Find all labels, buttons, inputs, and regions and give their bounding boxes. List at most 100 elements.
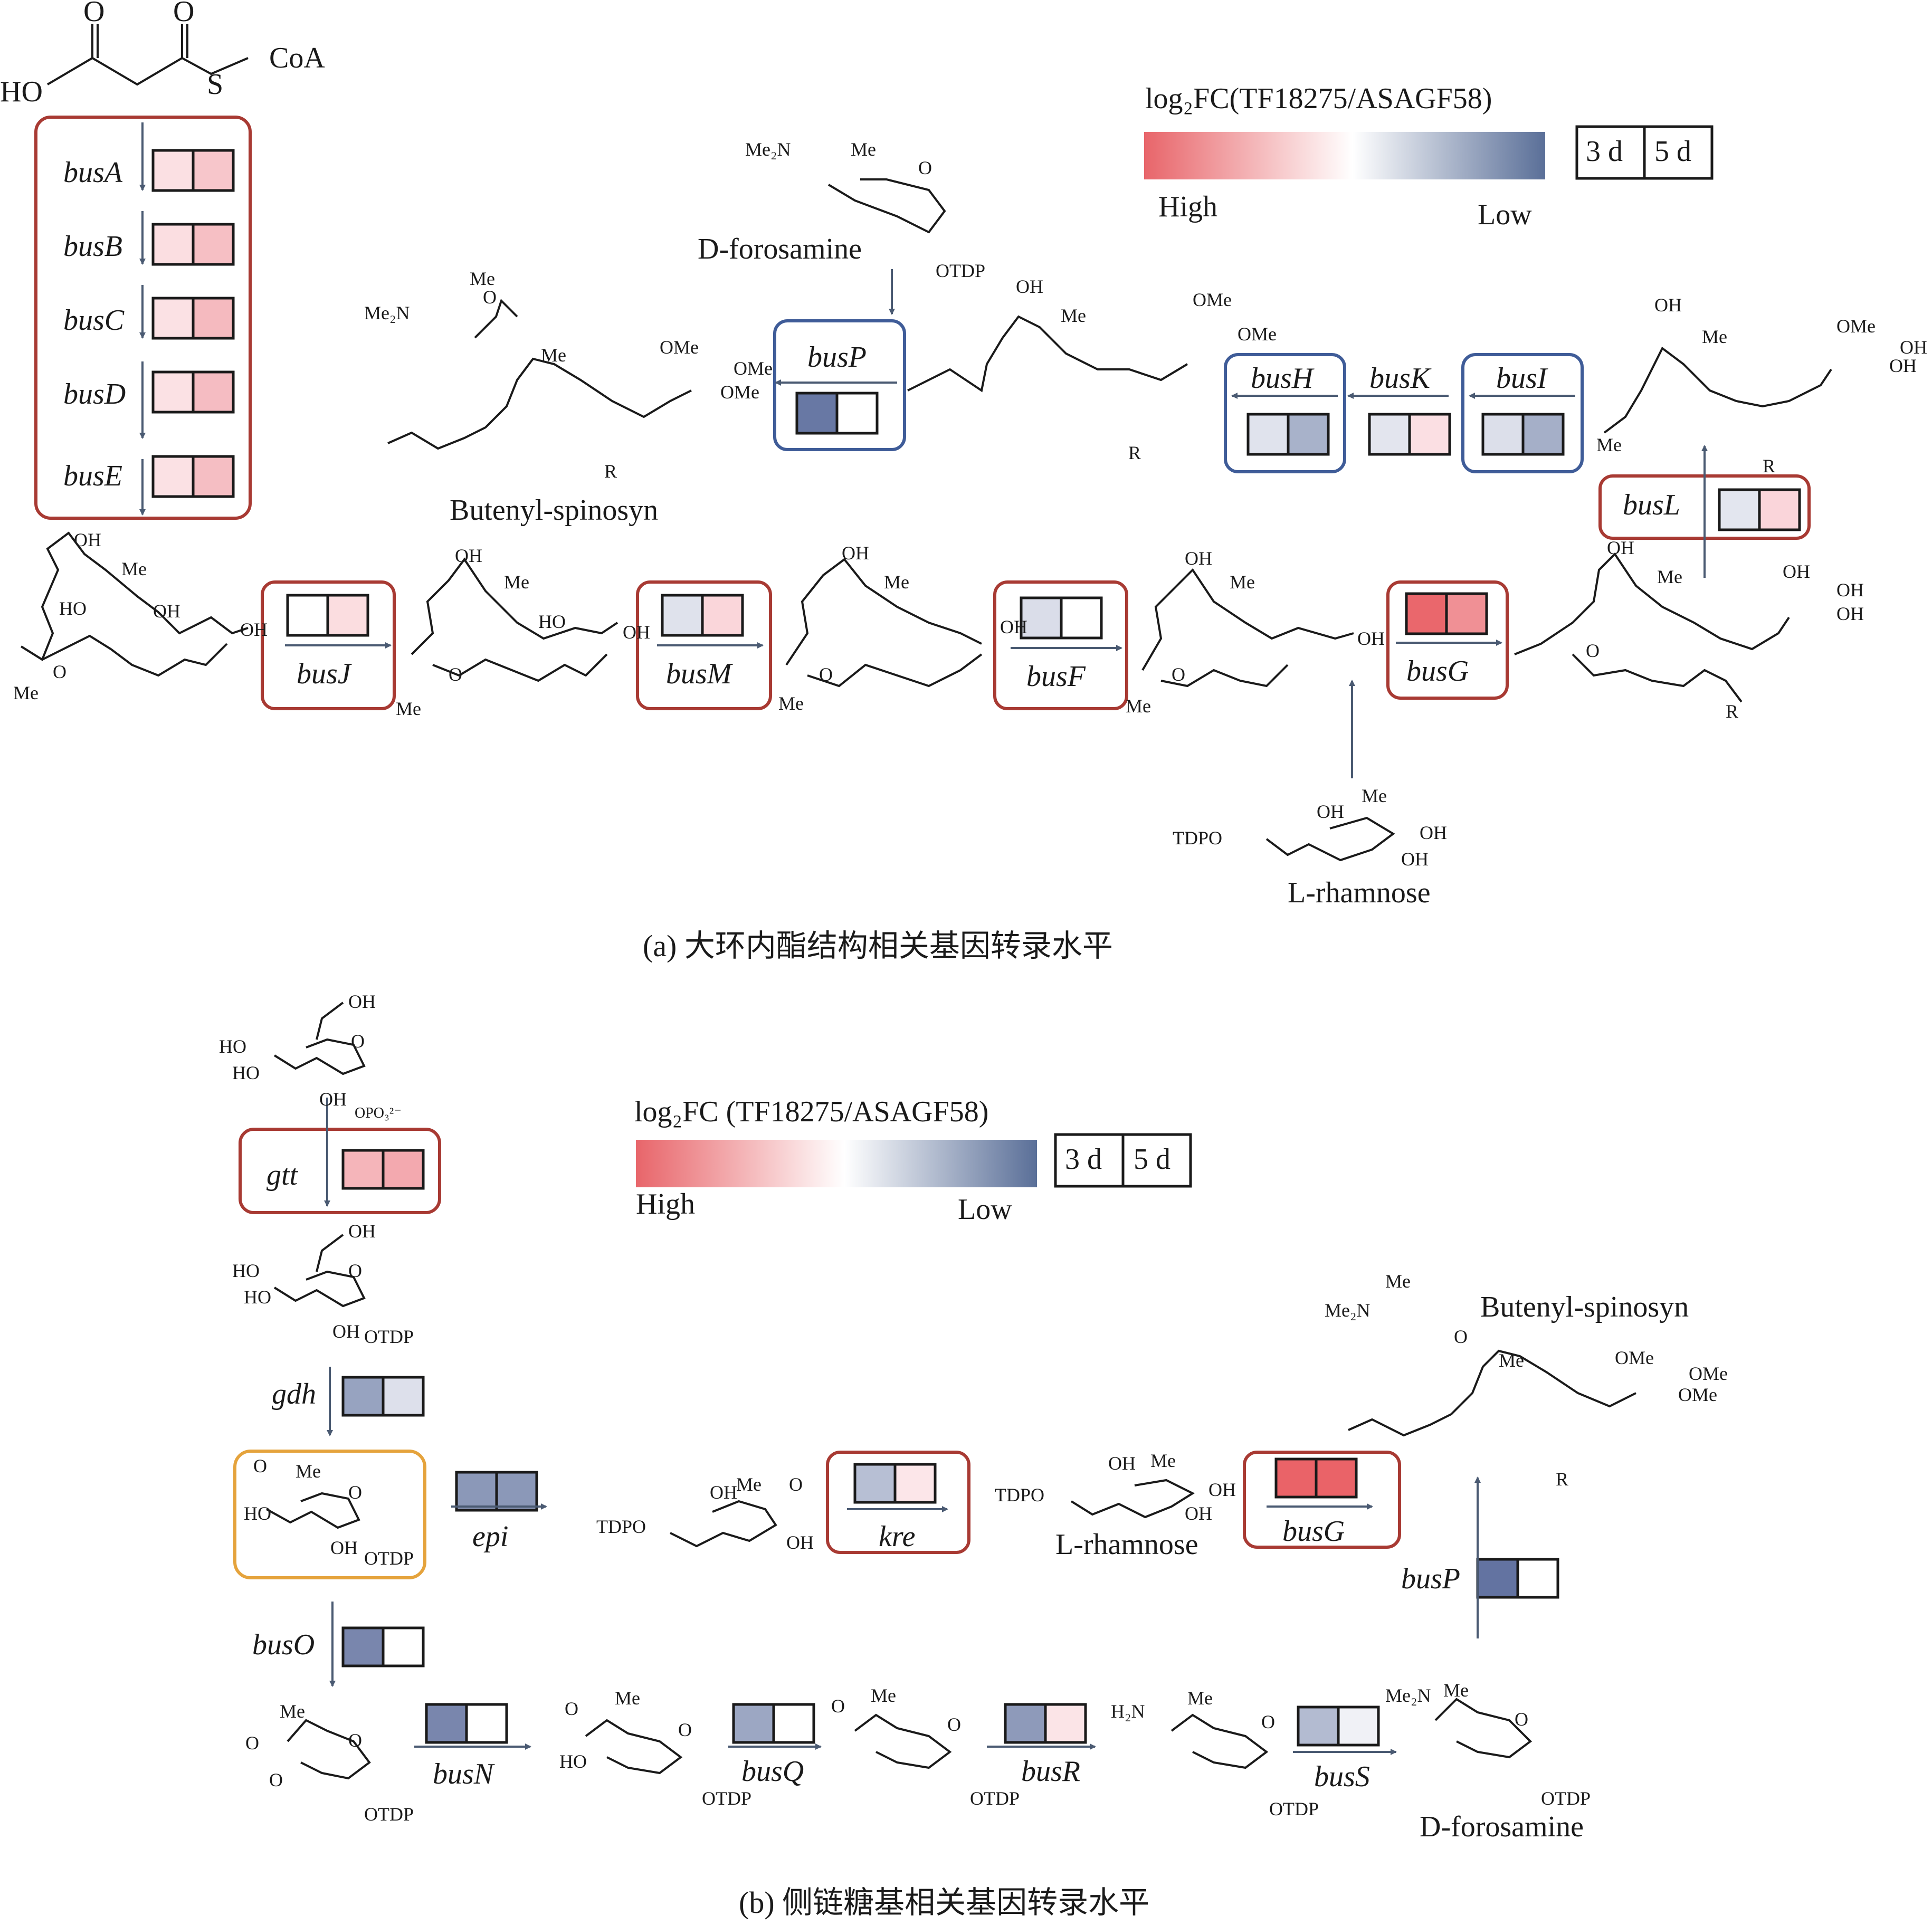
busM-frame: [636, 580, 772, 710]
sugar-structures-b: OH HO HO OH O OPO₃²⁻ OH HO HO OH O OTDP …: [219, 991, 1728, 1825]
bsb-me2n: Me₂N: [1325, 1300, 1371, 1321]
gene-label-busE: busE: [63, 460, 122, 492]
br2-ho: HO: [559, 1751, 587, 1772]
br5-me: Me: [1443, 1680, 1469, 1701]
busHK-frame: [1224, 353, 1346, 473]
im-ome1: OMe: [1193, 289, 1232, 310]
heatmap-busI: [1481, 413, 1565, 456]
gene-label-busM: busM: [666, 657, 734, 690]
c3-oh2: OH: [1000, 616, 1027, 637]
c5-oh3: OH: [1836, 579, 1864, 601]
g1p-o: O: [351, 1031, 365, 1052]
malonyl-o2: O: [173, 0, 194, 28]
cell-busI-d3: [1481, 413, 1525, 456]
heatmap-cells-b: [341, 1149, 1559, 1747]
g1p-ho1: HO: [219, 1036, 246, 1057]
gene-label-gtt: gtt: [267, 1159, 299, 1192]
cell-busM-d3: [661, 594, 704, 637]
cell-busN-d5: [465, 1703, 508, 1744]
cell-busN-d3: [425, 1703, 468, 1744]
malonyl-coa: CoA: [269, 42, 325, 74]
c1-ho: HO: [59, 598, 87, 619]
gene-label-busC: busC: [63, 304, 125, 337]
br5-otdp: OTDP: [1541, 1788, 1591, 1809]
cell-gdh-d3: [341, 1376, 385, 1417]
gene-label-gdh: gdh: [272, 1378, 316, 1411]
cell-epi-d5: [495, 1471, 538, 1512]
tg-oh2: OH: [332, 1321, 360, 1342]
cell-busB-d3: [151, 223, 195, 266]
ks-oh: OH: [330, 1537, 358, 1558]
cell-busP-d5: [1516, 1558, 1559, 1599]
heatmap-busB: [151, 223, 235, 266]
ks-ho: HO: [244, 1503, 271, 1524]
pl-oh2: OH: [1900, 337, 1927, 358]
legend-a-day3: 3 d: [1586, 135, 1623, 168]
busI-frame: [1461, 353, 1584, 473]
bsb-o: O: [1454, 1326, 1468, 1347]
forosamine-b-label: D-forosamine: [1420, 1810, 1584, 1843]
gene-label-busG: busG: [1406, 655, 1469, 688]
cell-busI-d5: [1521, 413, 1565, 456]
heatmap-busG: [1274, 1457, 1358, 1499]
cell-busL-d5: [1758, 488, 1801, 531]
legend-a-high: High: [1158, 190, 1217, 223]
cell-busM-d5: [701, 594, 744, 637]
cell-epi-d3: [455, 1471, 498, 1512]
br3-otdp: OTDP: [970, 1788, 1020, 1809]
cell-busG-d5: [1445, 592, 1488, 635]
heatmap-busJ: [286, 594, 369, 637]
gene-label-busS: busS: [1314, 1760, 1370, 1793]
cell-busC-d5: [192, 297, 235, 340]
heatmap-busR: [1004, 1703, 1087, 1744]
c2-o: O: [449, 664, 462, 685]
heatmap-busP: [795, 392, 879, 435]
foro-a-otdp: OTDP: [936, 260, 985, 281]
heatmap-cells-a: [151, 149, 1801, 640]
cell-busL-d3: [1718, 488, 1761, 531]
c1-me2: Me: [13, 682, 39, 703]
foro-a-me: Me: [851, 139, 876, 160]
panel-b: gtt gdh epi kre busG busP busO busN busQ…: [219, 991, 1728, 1920]
macrolactone-structures-a: OH Me OH OH HO Me O OH Me HO OH Me O OH …: [13, 139, 1927, 870]
tg-o: O: [348, 1260, 362, 1281]
caption-a: (a) 大环内酯结构相关基因转录水平: [643, 929, 1113, 963]
c4-me2: Me: [1126, 695, 1151, 717]
c3-me: Me: [884, 571, 909, 593]
c4-me: Me: [1230, 571, 1255, 593]
gene-label-busF: busF: [1026, 660, 1086, 693]
rb-oh1: OH: [1108, 1453, 1136, 1474]
gene-label-busB: busB: [63, 230, 122, 263]
br2-o2: O: [678, 1719, 692, 1740]
im-me: Me: [1061, 305, 1086, 326]
rham-a-oh3: OH: [1401, 849, 1429, 870]
heatmap-gtt: [341, 1149, 425, 1190]
br5-me2n: Me₂N: [1385, 1685, 1431, 1706]
im-ome2: OMe: [1238, 323, 1277, 345]
br4-otdp: OTDP: [1269, 1798, 1319, 1819]
bsb-me2: Me: [1499, 1350, 1524, 1371]
ep-me: Me: [736, 1474, 762, 1495]
c2-oh2: OH: [623, 622, 650, 643]
malonyl-o1: O: [83, 0, 104, 28]
cell-busD-d5: [192, 370, 235, 414]
pl-me2: Me: [1596, 434, 1622, 455]
bs-a-ome2: OMe: [734, 358, 773, 379]
rb-me: Me: [1150, 1450, 1176, 1471]
busF-frame: [993, 580, 1128, 710]
ks-otdp: OTDP: [364, 1548, 414, 1569]
c1-oh3: OH: [240, 619, 268, 640]
tg-otdp: OTDP: [364, 1326, 414, 1347]
foro-a-o: O: [918, 157, 932, 178]
c1-oh2: OH: [153, 601, 180, 622]
cell-kre-d5: [893, 1463, 937, 1504]
heatmap-busN: [425, 1703, 508, 1744]
ep-tdpo: TDPO: [596, 1516, 646, 1537]
c5-oh: OH: [1607, 537, 1634, 558]
br1-me: Me: [280, 1701, 305, 1722]
c2-oh: OH: [455, 545, 482, 566]
rham-a-oh2: OH: [1420, 822, 1447, 843]
cell-busJ-d5: [326, 594, 369, 637]
panel-a: HO O O S CoA busA busB busC busD busE bu…: [0, 0, 1927, 963]
